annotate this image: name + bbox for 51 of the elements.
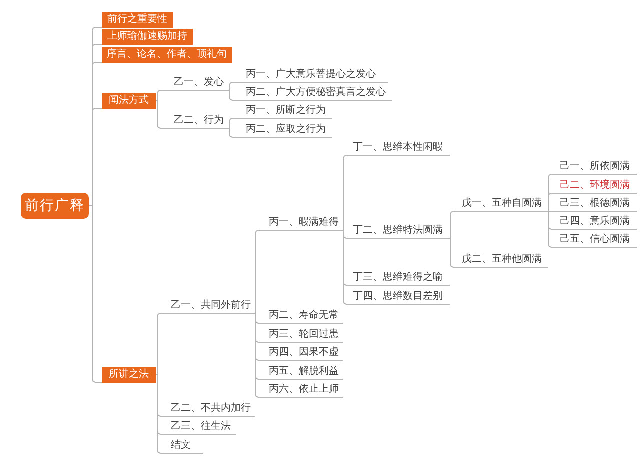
subtopic-label: 丁一、思维本性闲暇: [346, 140, 450, 156]
subtopic-label: 戊二、五种他圆满: [453, 252, 548, 268]
connector-line: [342, 155, 347, 231]
subtopic-label: 丁四、思维数目差别: [346, 289, 450, 305]
main-topic-box: 序言、论名、作者、顶礼句: [102, 47, 232, 63]
main-topic-box: 闻法方式: [102, 93, 156, 109]
connector-line: [450, 238, 454, 268]
connector-line: [450, 211, 454, 239]
subtopic-label: 戊一、五种自圆满: [453, 196, 548, 212]
main-topic-box: 上师瑜伽速赐加持: [102, 29, 193, 45]
connector-line: [548, 211, 552, 248]
connector-line: [156, 90, 161, 102]
subtopic-label: 乙二、不共内加行: [160, 401, 255, 417]
connector-line: [548, 211, 552, 212]
subtopic-label: 丙三、轮回过患: [258, 327, 343, 343]
connector-line: [228, 128, 233, 138]
subtopic-label: 丁三、思维难得之喻: [346, 270, 450, 286]
connector-line: [156, 100, 161, 129]
subtopic-label: 丙二、应取之行为: [232, 122, 332, 138]
connector-line: [548, 193, 552, 212]
connector-line: [156, 374, 161, 454]
subtopic-label: 丙一、广大意乐菩提心之发心: [232, 67, 388, 83]
connector-line: [88, 206, 102, 383]
main-topic-box: 前行之重要性: [102, 12, 173, 28]
subtopic-label: 丙四、因果不虚: [258, 345, 343, 361]
central-topic-box: 前行广释: [21, 193, 89, 219]
connector-line: [254, 313, 259, 398]
subtopic-label: 己四、意乐圆满: [551, 214, 637, 230]
subtopic-label: 丙一、暇满难得: [258, 215, 343, 231]
subtopic-label: 结文: [160, 438, 203, 454]
subtopic-label: 乙一、发心: [160, 75, 229, 91]
subtopic-label: 乙三、往生法: [160, 419, 236, 435]
subtopic-label: 丙二、寿命无常: [258, 308, 343, 324]
main-topic-box: 所讲之法: [102, 367, 156, 383]
subtopic-label: 己一、所依圆满: [551, 159, 637, 175]
connector-line: [228, 118, 233, 129]
subtopic-label: 乙一、共同外前行: [160, 298, 255, 314]
subtopic-label: 丙二、广大方便秘密真言之发心: [232, 85, 392, 101]
connector-line: [254, 230, 259, 314]
subtopic-label: 丙一、所断之行为: [232, 103, 332, 119]
subtopic-label: 己二、环境圆满: [551, 178, 637, 194]
connector-line: [228, 90, 233, 101]
subtopic-label: 丙六、依止上师: [258, 382, 343, 398]
connector-line: [342, 230, 347, 305]
subtopic-label: 丙五、解脱利益: [258, 364, 343, 380]
subtopic-label: 己三、根德圆满: [551, 196, 637, 212]
subtopic-label: 丁二、思维特法圆满: [346, 223, 450, 239]
subtopic-label: 己五、信心圆满: [551, 232, 637, 248]
connector-line: [228, 82, 233, 91]
subtopic-label: 乙二、行为: [160, 113, 229, 129]
connector-line: [156, 313, 161, 376]
